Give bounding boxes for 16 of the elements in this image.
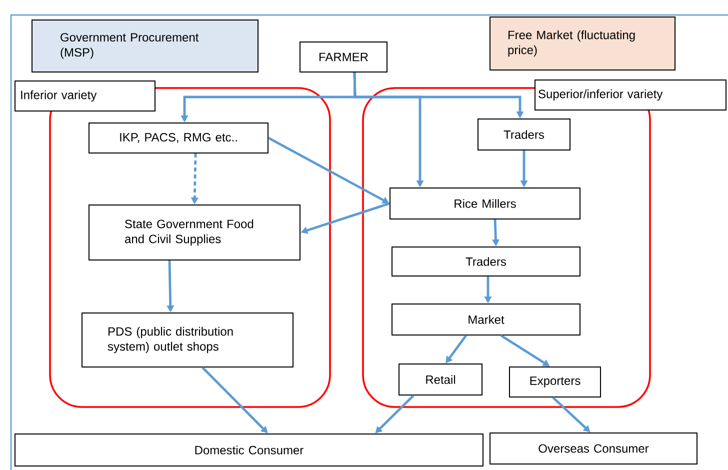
heading-box: Free Market (fluctuating price) (490, 16, 676, 70)
process-box: PDS (public distribution system) outlet shops (82, 312, 294, 368)
process-box: Retail (398, 364, 482, 396)
process-box: Traders (392, 246, 580, 276)
process-box: Market (392, 304, 580, 336)
process-box: State Government Food and Civil Supplies (88, 204, 300, 260)
process-box: Domestic Consumer (14, 434, 484, 466)
process-box: Overseas Consumer (490, 432, 698, 464)
group-label: Superior/inferior variety (534, 80, 726, 110)
heading-box: Government Procurement (MSP) (32, 20, 258, 72)
process-box: IKP, PACS, RMG etc.. (88, 122, 268, 154)
group-label: Inferior variety (14, 80, 156, 112)
process-box: FARMER (300, 42, 388, 72)
process-box: Rice Millers (390, 188, 580, 220)
process-box: Traders (478, 118, 570, 150)
process-box: Exporters (509, 366, 601, 398)
